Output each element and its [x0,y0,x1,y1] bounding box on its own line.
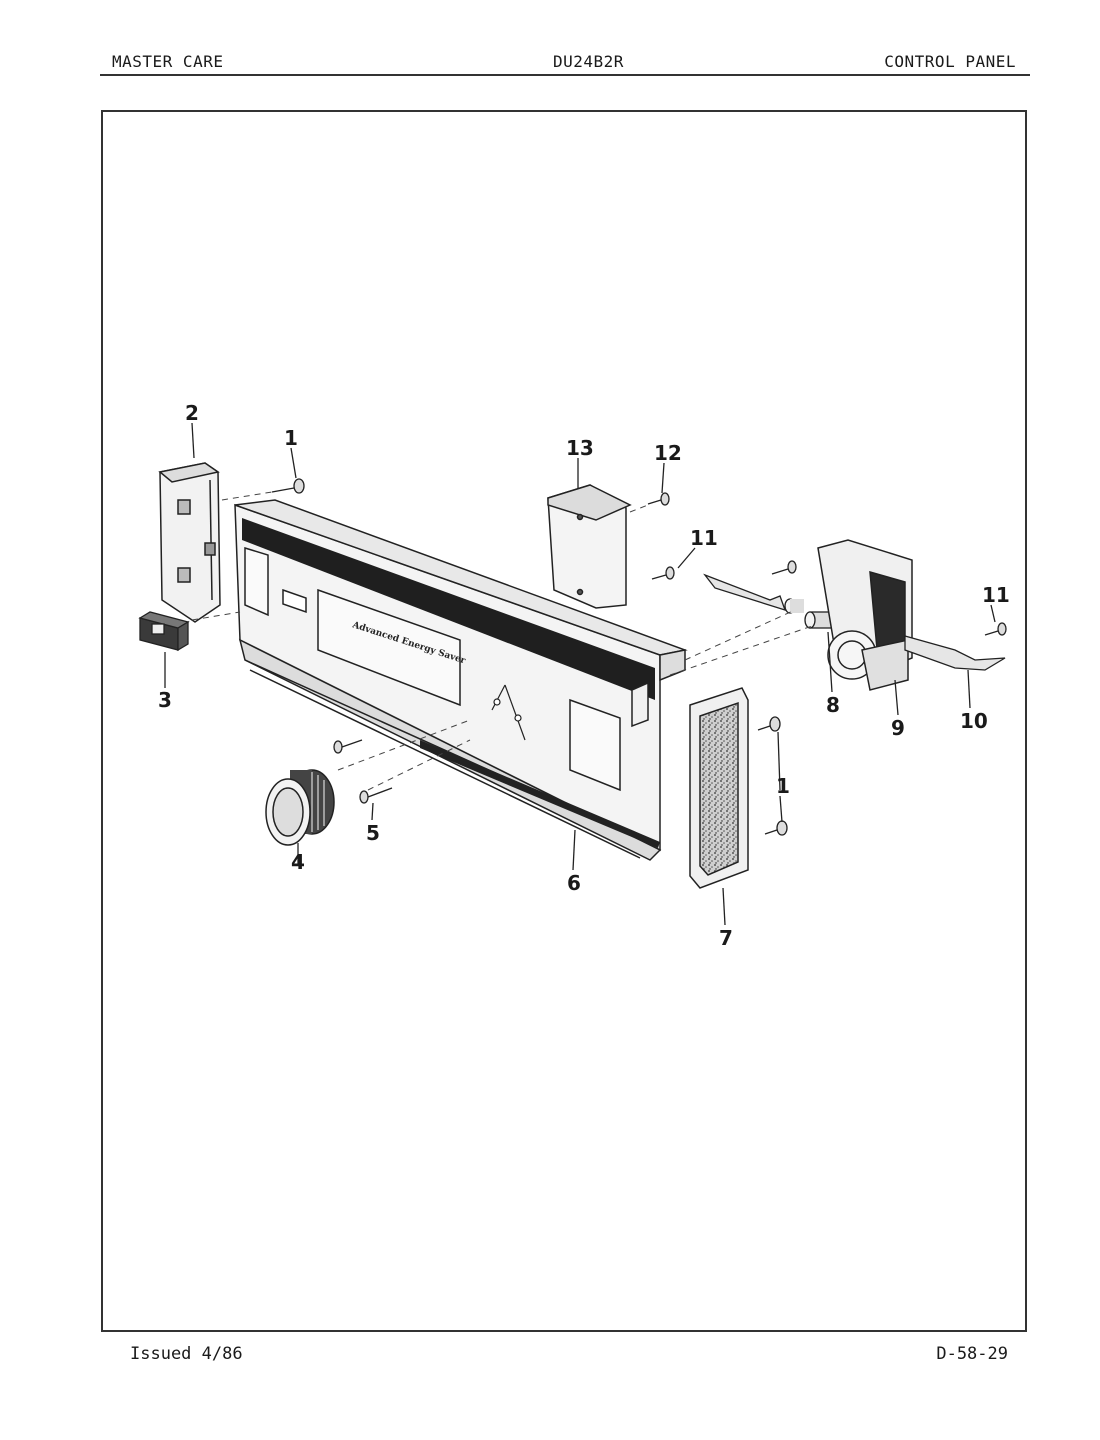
callout-4: 4 [291,850,305,874]
callout-10: 10 [960,709,988,733]
bracket-screw-left [651,566,675,580]
assembly-guide-lines [191,491,816,791]
footer-issued-date: Issued 4/86 [130,1344,243,1364]
callout-13: 13 [566,436,594,460]
bracket-screw-right [984,622,1007,636]
timer-cover [547,484,632,609]
timer-assembly [817,539,913,691]
trim-screw-upper [757,716,781,732]
diagram-frame [101,110,1027,1332]
callout-3: 3 [158,688,172,712]
callout-2: 2 [185,401,199,425]
callout-5: 5 [366,821,380,845]
bracket-screw-middle [771,560,797,575]
callout-11-left: 11 [690,526,718,550]
knob-screw-lower [359,787,393,804]
callout-1-upper: 1 [284,426,298,450]
knob-screw-upper [333,739,363,754]
timer-mounting-bracket [904,635,1006,671]
callout-7: 7 [719,926,733,950]
header-rule [100,74,1030,76]
callout-1-lower: 1 [776,774,790,798]
timer-bracket-left [703,573,787,612]
header-model-number: DU24B2R [553,52,624,71]
timer-knob [265,769,335,846]
trim-screw-lower [764,820,788,836]
callout-11-right: 11 [982,583,1010,607]
footer-page-code: D-58-29 [936,1344,1008,1364]
cover-screw [647,492,670,506]
callout-8: 8 [826,693,840,717]
callout-6: 6 [567,871,581,895]
callout-9: 9 [891,716,905,740]
right-trim-strip [689,687,749,889]
header-section-title: CONTROL PANEL [884,52,1016,71]
rocker-switch [138,611,190,652]
callout-12: 12 [654,441,682,465]
timer-spacer [784,598,833,629]
header-brand: MASTER CARE [112,52,224,71]
left-end-bracket [158,462,221,623]
panel-screw-left [271,478,305,494]
panel-dial-indicator [491,684,526,741]
callout-leader-lines [164,422,996,926]
